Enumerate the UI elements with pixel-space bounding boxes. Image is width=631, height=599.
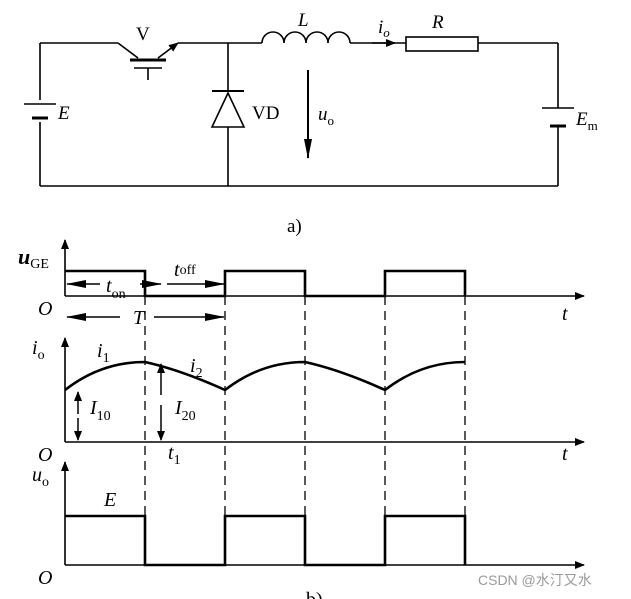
label-R: R [431,12,444,33]
resistor-R [405,36,479,52]
t-label-1: t [562,303,568,325]
label-ton: ton [106,275,126,302]
io-waveform [64,360,466,392]
origin-3: O [38,567,52,589]
origin-2: O [38,444,52,466]
diode-VD [210,90,246,128]
uo-waveform [65,514,467,567]
label-I20: I20 [174,397,196,424]
label-io: io [378,17,390,40]
dimension-arrows [66,280,225,441]
battery-E [24,103,56,120]
label-uo-circuit: uo [318,104,334,128]
label-VD: VD [252,103,279,124]
label-L: L [297,10,309,31]
label-E: E [57,103,70,124]
caption-a: a) [287,216,302,237]
label-toff: toff [174,259,196,281]
origin-1: O [38,298,52,320]
emf-Em [542,107,574,128]
label-t1: t1 [168,442,181,468]
t-label-2: t [562,443,568,465]
caption-b: b) [306,589,323,599]
inductor-L [261,31,351,44]
label-E-uo: E [103,489,116,511]
label-T: T [133,307,146,329]
transistor-V [117,42,179,80]
label-i2: i2 [190,355,203,381]
label-uo-axis: uo [32,464,49,490]
label-uGE: uGE [18,244,49,272]
label-I10: I10 [89,397,111,424]
label-V: V [136,24,150,45]
circuit [39,42,559,187]
watermark: CSDN @水汀又水 [478,572,592,588]
label-io-axis: io [32,337,45,363]
label-i1: i1 [97,340,110,366]
label-Em: Em [575,109,598,133]
